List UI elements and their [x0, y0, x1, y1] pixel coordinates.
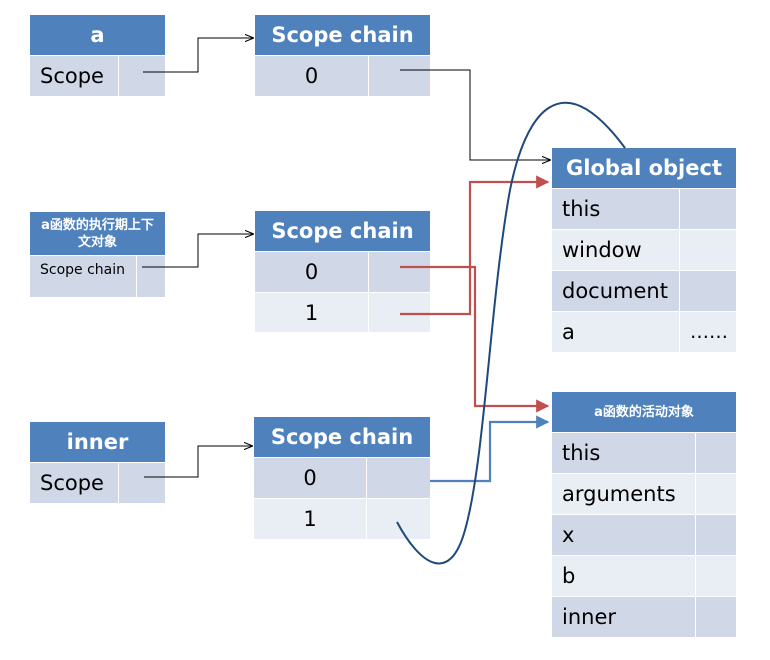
activation-object-row-x: x [552, 515, 736, 555]
global-object-row-a: a …… [552, 312, 736, 352]
activation-object-header: a函数的活动对象 [552, 392, 736, 432]
activation-object-row-value [696, 474, 736, 514]
global-object-row-document: document [552, 271, 736, 311]
activation-object-row-label: x [552, 515, 696, 555]
activation-object-row-value [696, 597, 736, 637]
scope-chain-1-header: Scope chain [255, 15, 430, 55]
scope-chain-2-pointer-1 [369, 293, 430, 332]
global-object-row-label: document [552, 271, 680, 311]
scope-chain-2-header: Scope chain [255, 211, 430, 251]
activation-object-row-label: this [552, 433, 696, 473]
activation-object-row-value [696, 433, 736, 473]
scope-chain-1-pointer [369, 56, 430, 96]
activation-object-row-label: inner [552, 597, 696, 637]
a-box-header: a [30, 15, 165, 55]
global-object-row-window: window [552, 230, 736, 270]
activation-object-row-value [696, 515, 736, 555]
scope-chain-2-index-1: 1 [255, 293, 369, 332]
scope-chain-2-index-0: 0 [255, 252, 369, 292]
global-object-row-value: …… [680, 312, 736, 352]
global-object-row-this: this [552, 189, 736, 229]
global-object-header: Global object [552, 148, 736, 188]
exec-ctx-scope-chain-label: Scope chain [30, 256, 137, 297]
exec-ctx-header: a函数的执行期上下文对象 [30, 212, 165, 255]
global-object-row-value [680, 189, 736, 229]
scope-chain-3-header: Scope chain [254, 417, 430, 457]
activation-object-row-label: arguments [552, 474, 696, 514]
exec-ctx-scope-chain-value [137, 256, 165, 297]
scope-chain-1-row-0: 0 [255, 56, 430, 96]
scope-chain-3-pointer-0 [367, 458, 430, 498]
activation-object-row-label: b [552, 556, 696, 596]
scope-chain-3-pointer-1 [367, 499, 430, 539]
scope-chain-2-pointer-0 [369, 252, 430, 292]
scope-chain-3-row-0: 0 [254, 458, 430, 498]
scope-chain-2-row-1: 1 [255, 293, 430, 332]
scope-chain-3-index-0: 0 [254, 458, 367, 498]
exec-ctx-scope-chain-row: Scope chain [30, 256, 165, 297]
scope-chain-1-index: 0 [255, 56, 369, 96]
global-object-row-label: this [552, 189, 680, 229]
inner-box-scope-value [119, 463, 165, 503]
a-box-scope-label: Scope [30, 56, 119, 96]
global-object-row-label: window [552, 230, 680, 270]
blue-arrow-scope-chain-3-to-activation [430, 415, 550, 483]
activation-object-row-inner: inner [552, 597, 736, 637]
inner-box-scope-row: Scope [30, 463, 165, 503]
global-object-row-value [680, 271, 736, 311]
a-box-scope-row: Scope [30, 56, 165, 96]
activation-object-row-this: this [552, 433, 736, 473]
activation-object-row-b: b [552, 556, 736, 596]
activation-object-row-arguments: arguments [552, 474, 736, 514]
scope-chain-3-index-1: 1 [254, 499, 367, 539]
global-object-row-label: a [552, 312, 680, 352]
scope-chain-3-row-1: 1 [254, 499, 430, 539]
inner-box-header: inner [30, 422, 165, 462]
scope-chain-2-row-0: 0 [255, 252, 430, 292]
a-box-scope-value [119, 56, 165, 96]
global-object-row-value [680, 230, 736, 270]
activation-object-row-value [696, 556, 736, 596]
inner-box-scope-label: Scope [30, 463, 119, 503]
